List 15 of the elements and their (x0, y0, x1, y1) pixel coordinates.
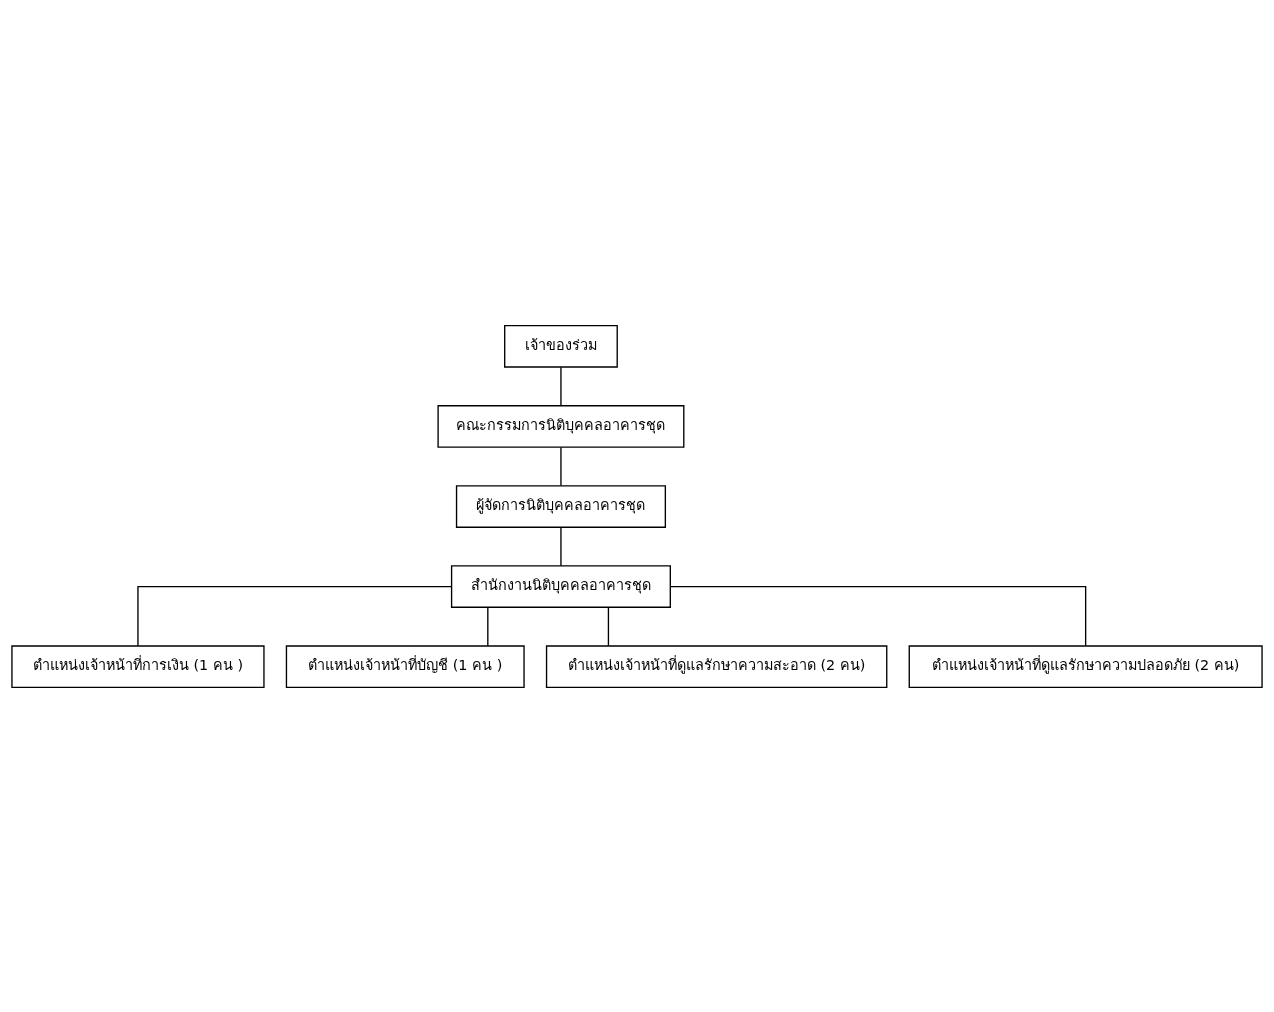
connector (669, 585, 1087, 646)
connector (487, 606, 489, 646)
node-box: ตำแหน่งเจ้าหน้าที่ดูแลรักษาความสะอาด (2 คน) (545, 644, 888, 688)
node-box: ตำแหน่งเจ้าหน้าที่บัญชี (1 คน ) (285, 644, 525, 688)
connector (560, 366, 562, 406)
node-box: ตำแหน่งเจ้าหน้าที่การเงิน (1 คน ) (11, 644, 265, 688)
node-box: ผู้จัดการนิติบุคคลอาคารชุด (455, 484, 667, 528)
node-box: ตำแหน่งเจ้าหน้าที่ดูแลรักษาความปลอดภัย (2 คน) (908, 644, 1263, 688)
connector (607, 606, 610, 646)
connector (560, 446, 562, 486)
connector (560, 526, 562, 566)
node-box: คณะกรรมการนิติบุคคลอาคารชุด (437, 404, 685, 448)
node-box: สำนักงานนิติบุคคลอาคารชุด (450, 564, 671, 608)
connector (137, 585, 453, 646)
node-box: เจ้าของร่วม (504, 324, 618, 368)
